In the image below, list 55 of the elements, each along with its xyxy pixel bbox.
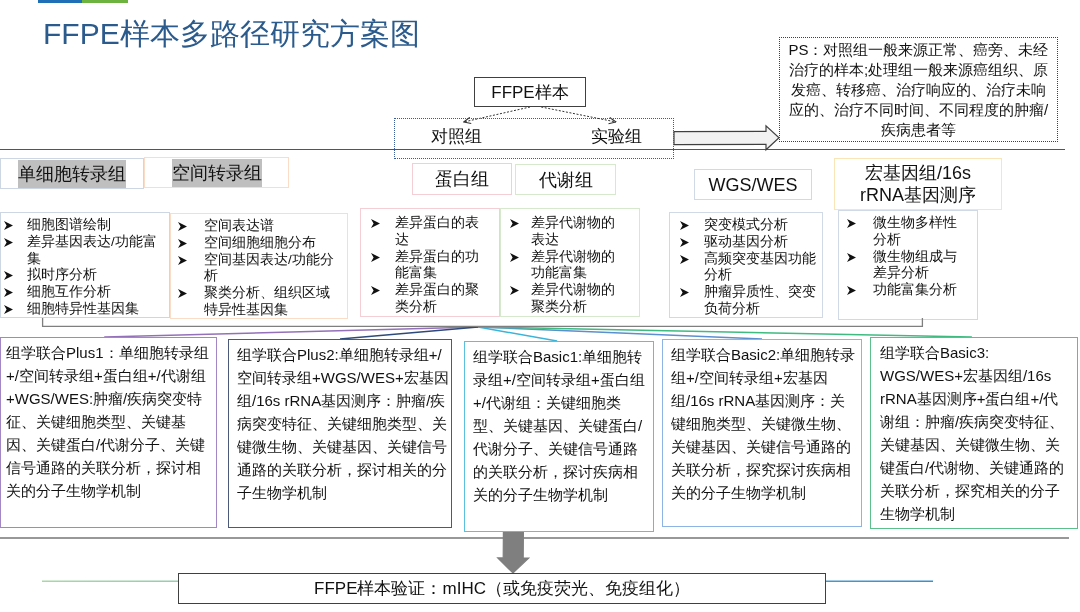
list-item: 差异蛋白的聚类分析 — [395, 282, 480, 316]
highlighted-label: 单细胞转录组 — [18, 159, 126, 188]
block-arrow — [673, 124, 780, 152]
list-item: 空间表达谱 — [204, 218, 275, 235]
list-box — [360, 208, 500, 317]
combination-box: 组学联合Basic2:单细胞转录组+/空间转录组+宏基因组/16s rRNA基因测序：关键细胞类型、关键微生物、关键基因、关键信号通路的关联分析，探究探讨疾病相关的分子生物学机制 — [662, 339, 862, 527]
combination-box: 组学联合Plus2:单细胞转录组+/空间转录组+WGS/WES+宏基因组/16s rRNA基因测序：肿瘤/疾病突变特征、关键细胞类型、关键微生物、关键基因、关键信号通路的关联分析，探讨相关的分子生物学机制 — [228, 339, 452, 528]
list-item: 驱动基因分析 — [704, 233, 789, 251]
dashed-arrow — [540, 106, 617, 125]
connector-line — [339, 326, 479, 340]
combination-box: 组学联合Plus1：单细胞转录组+/空间转录组+蛋白组+/代谢组+WGS/WES:肿瘤/疾病突变特征、关键细胞类型、关键基因、关键蛋白/代谢分子、关键信号通路的关联分析，探讨相关的分子生物学机制 — [0, 337, 217, 528]
list-item: 拟时序分析 — [27, 267, 97, 285]
list-item: 细胞图谱绘制 — [27, 217, 112, 234]
header-box — [0, 158, 144, 189]
list-item: 差异基因表达/功能富集 — [27, 233, 158, 267]
dashed-arrow — [463, 106, 531, 125]
header-box — [144, 157, 289, 188]
list-item: 微生物组成与差异分析 — [873, 248, 958, 282]
list-item: 差异蛋白的功能富集 — [395, 248, 480, 282]
header-box: WGS/WES — [694, 169, 812, 200]
list-item: 差异代谢物的表达 — [531, 215, 616, 249]
connector-line — [477, 326, 973, 338]
bracket — [42, 318, 923, 327]
list-item: 高频突变基因功能分析 — [704, 250, 817, 284]
list-item: 微生物多样性分析 — [873, 215, 958, 249]
list-box — [500, 208, 640, 317]
highlighted-label: 空间转录组 — [171, 158, 262, 187]
group-label: 对照组 — [424, 122, 488, 150]
combination-box: 组学联合Basic1:单细胞转录组+/空间转录组+蛋白组+/代谢组：关键细胞类型、关键基因、关键蛋白/代谢分子、关键信号通路的关联分析，探讨疾病相关的分子生物学机制 — [464, 341, 654, 532]
list-item: 细胞特异性基因集 — [27, 301, 140, 318]
list-item: 肿瘤异质性、突变负荷分析 — [704, 284, 817, 318]
sample-box: FFPE样本 — [474, 77, 586, 107]
list-box — [170, 213, 348, 319]
list-item: 差异蛋白的表达 — [395, 215, 480, 249]
title: FFPE样本多路径研究方案图 — [43, 16, 420, 52]
list-item: 突变模式分析 — [704, 217, 789, 234]
list-box — [669, 212, 823, 318]
list-item: 细胞互作分析 — [27, 284, 112, 301]
list-item: 聚类分析、组织区域特异性基因集 — [204, 285, 331, 319]
validation-box: FFPE样本验证：mIHC（或免疫荧光、免疫组化） — [178, 573, 826, 604]
list-box — [0, 212, 170, 318]
list-item: 空间细胞细胞分布 — [204, 234, 317, 252]
block-arrow — [496, 531, 531, 574]
combination-box: 组学联合Basic3: WGS/WES+宏基因组/16s rRNA基因测序+蛋白组+/代谢组：肿瘤/疾病突变特征、关键基因、关键微生物、关键蛋白/代谢物、关键通路的关联分析，探究相关的分子生物学机制 — [870, 337, 1078, 529]
group-box — [394, 118, 674, 159]
note-box: PS：对照组一般来源正常、癌旁、未经治疗的样本;处理组一般来源癌组织、原发癌、转移癌、治疗响应的、治疗未响应的、治疗不同时间、不同程度的肿瘤/疾病患者等 — [779, 37, 1058, 142]
header-box: 蛋白组 — [412, 163, 512, 195]
list-item: 空间基因表达/功能分析 — [204, 251, 335, 285]
list-item: 功能富集分析 — [873, 282, 958, 299]
header-box: 代谢组 — [515, 164, 616, 195]
header-box: 宏基因组/16s rRNA基因测序 — [834, 158, 1002, 210]
list-item: 差异代谢物的功能富集 — [531, 248, 616, 282]
group-label: 实验组 — [584, 122, 648, 150]
list-box — [838, 210, 978, 320]
list-item: 差异代谢物的聚类分析 — [531, 282, 616, 316]
